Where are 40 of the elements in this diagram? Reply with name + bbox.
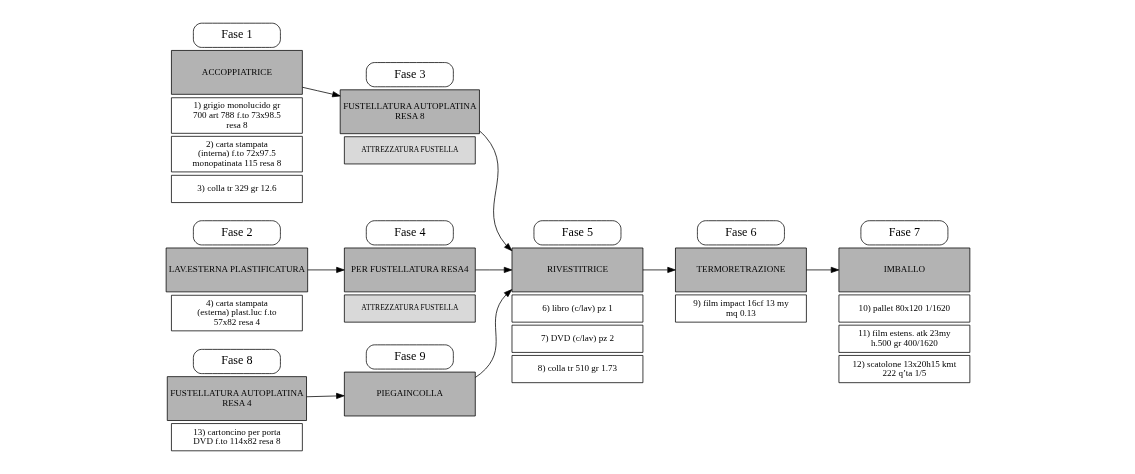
node-box: 1) grigio monolucido gr 700 art 788 f.to 73x98.5 resa 8 bbox=[170, 97, 303, 134]
arrow bbox=[805, 266, 839, 273]
node-box: 12) scatolone 13x20h15 kmt 222 q’ta 1/5 bbox=[838, 355, 970, 384]
node-box: Fase 8 bbox=[192, 349, 281, 374]
node-box: ATTREZZATURA FUSTELLA bbox=[343, 136, 476, 165]
node-box: 9) film impact 16cf 13 my mq 0.13 bbox=[674, 294, 807, 323]
node-box: IMBALLO bbox=[838, 247, 970, 293]
arrow bbox=[478, 130, 512, 252]
node-box: Fase 5 bbox=[533, 220, 621, 246]
node-box: FUSTELLATURA AUTOPLATINA RESA 8 bbox=[339, 89, 480, 135]
arrow bbox=[307, 266, 345, 273]
node-box: Fase 3 bbox=[365, 62, 454, 88]
arrow bbox=[474, 266, 512, 273]
arrow bbox=[474, 289, 512, 378]
node-box: ACCOPPIATRICE bbox=[170, 50, 303, 95]
node-box: Fase 2 bbox=[192, 220, 281, 246]
node-box: Fase 6 bbox=[696, 220, 785, 246]
node-box: 2) carta stampata (interna) f.to 72x97.5 monopatinata 115 resa 8 bbox=[170, 135, 303, 173]
node-box: Fase 7 bbox=[860, 220, 948, 246]
node-box: 3) colla tr 329 gr 12.6 bbox=[170, 174, 303, 203]
node-box: RIVESTITRICE bbox=[511, 247, 643, 293]
node-box: 13) cartoncino per porta DVD f.to 114x82 resa 8 bbox=[170, 423, 303, 452]
node-box: 8) colla tr 510 gr 1.73 bbox=[511, 355, 643, 384]
node-box: Fase 1 bbox=[192, 22, 281, 48]
node-box: Fase 4 bbox=[365, 220, 454, 246]
node-box: 4) carta stampata (esterna) plast.luc f.to 57x82 resa 4 bbox=[170, 294, 303, 332]
arrow bbox=[301, 86, 341, 98]
node-box: 7) DVD (c/lav) pz 2 bbox=[511, 324, 643, 353]
node-box: FUSTELLATURA AUTOPLATINA RESA 4 bbox=[166, 376, 307, 421]
node-box: 6) libro (c/lav) pz 1 bbox=[511, 294, 643, 323]
node-box: PIEGAINCOLLA bbox=[343, 371, 476, 417]
node-box: 10) pallet 80x120 1/1620 bbox=[838, 294, 970, 323]
node-box: LAV.ESTERNA PLASTIFICATURA bbox=[165, 247, 308, 293]
node-box: TERMORETRAZIONE bbox=[674, 247, 807, 293]
arrow bbox=[305, 392, 344, 399]
node-box: Fase 9 bbox=[365, 344, 454, 370]
arrow bbox=[642, 266, 676, 273]
node-box: ATTREZZATURA FUSTELLA bbox=[343, 294, 476, 323]
node-box: PER FUSTELLATURA RESA4 bbox=[343, 247, 476, 293]
node-box: 11) film estens. atk 23my h.500 gr 400/1620 bbox=[838, 324, 970, 353]
